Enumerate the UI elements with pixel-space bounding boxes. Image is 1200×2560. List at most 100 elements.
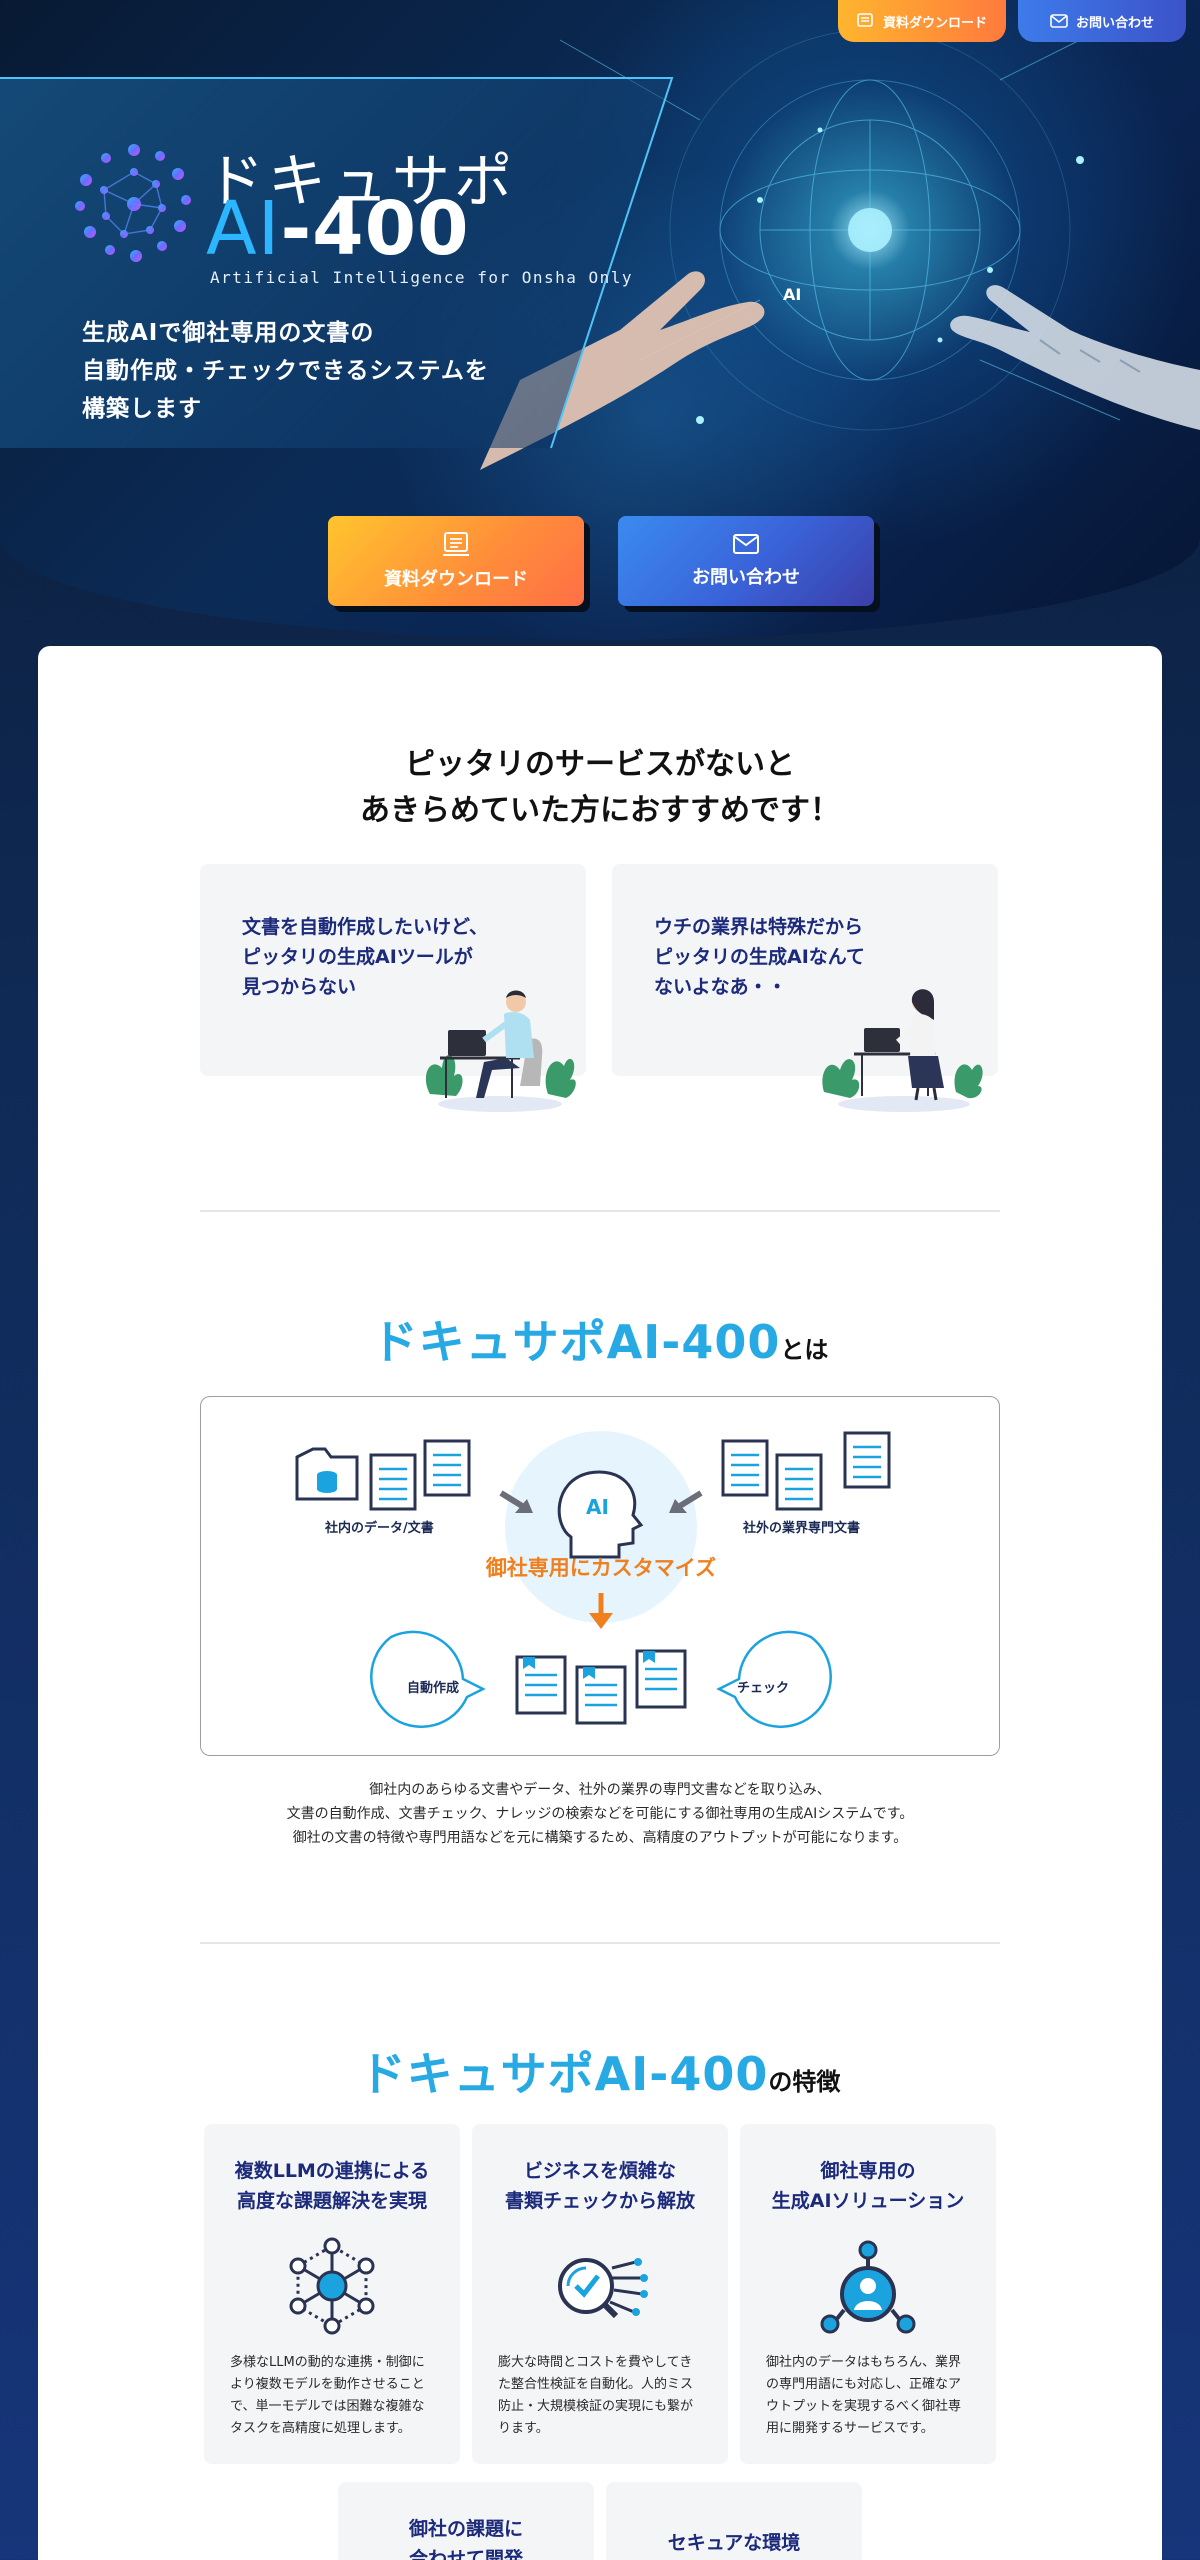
problem-line: ピッタリの生成AIなんて	[654, 946, 865, 968]
user-hub-icon	[820, 2240, 916, 2334]
feature-title-line: セキュアな環境	[667, 2532, 801, 2554]
woman-at-laptop-illustration	[822, 989, 983, 1112]
feature-title-line: 御社の課題に	[408, 2518, 523, 2540]
feature-desc-line: た整合性検証を自動化。人的ミス	[498, 2377, 694, 2392]
diagram-bubble-generate: 自動作成	[407, 1681, 460, 1696]
hero-download-label: 資料ダウンロード	[384, 569, 528, 590]
problems-title-line: ピッタリのサービスがないと	[405, 747, 795, 782]
logo-number-text: -400	[280, 186, 470, 272]
problem-text: 文書を自動作成したいけど、 ピッタリの生成AIツールが 見つからない	[242, 912, 562, 1002]
feature-desc-line: より複数モデルを動作させること	[230, 2377, 425, 2392]
header-contact-button[interactable]: お問い合わせ	[1018, 0, 1186, 42]
about-diagram: AI	[200, 1396, 1000, 1756]
feature-title-line: 複数LLMの連携による	[234, 2160, 430, 2182]
feature-title: 御社の課題に 合わせて開発	[338, 2514, 594, 2560]
features-title: ドキュサポAI-400の特徴	[38, 2038, 1162, 2104]
hero-download-button[interactable]: 資料ダウンロード	[328, 516, 584, 606]
feature-desc: 御社内のデータはもちろん、業界 の専門用語にも対応し、正確なア ウトプットを実現…	[766, 2352, 976, 2440]
feature-title-line: 生成AIソリューション	[771, 2190, 965, 2212]
feature-title: 複数LLMの連携による 高度な課題解決を実現	[204, 2156, 460, 2216]
document-icon	[443, 532, 469, 556]
features-title-suffix: の特徴	[768, 2068, 841, 2096]
feature-title-line: 合わせて開発	[408, 2548, 523, 2560]
about-title-suffix: とは	[780, 1336, 829, 1364]
problem-text: ウチの業界は特殊だから ピッタリの生成AIなんて ないよなあ・・	[654, 912, 974, 1002]
feature-desc-line: で、単一モデルでは困難な複雑な	[230, 2399, 425, 2414]
feature-card: 御社専用の 生成AIソリューション 御社内のデータはもちろん、業界 の専門用語に…	[740, 2124, 996, 2464]
problem-line: 文書を自動作成したいけど、	[242, 916, 489, 938]
feature-desc-line: の専門用語にも対応し、正確なア	[766, 2377, 962, 2392]
about-title-brand: ドキュサポAI-400	[371, 1315, 781, 1369]
hero-contact-label: お問い合わせ	[692, 567, 800, 588]
feature-card: セキュアな環境	[606, 2482, 862, 2560]
logo-mark-icon	[75, 144, 191, 262]
hero-text-panel	[0, 78, 672, 448]
output-docs-icon	[515, 1649, 687, 1725]
feature-title: 御社専用の 生成AIソリューション	[740, 2156, 996, 2216]
problem-card: ウチの業界は特殊だから ピッタリの生成AIなんて ないよなあ・・	[612, 864, 998, 1076]
hero-section: AI ドキュサポ AI-400 Artificial Intelligence	[0, 0, 1200, 640]
feature-desc-line: タスクを高精度に処理します。	[230, 2421, 411, 2436]
feature-title-line: 高度な課題解決を実現	[236, 2190, 427, 2212]
problems-title: ピッタリのサービスがないと あきらめていた方におすすめです！	[38, 742, 1162, 834]
internal-docs-icon	[295, 1439, 471, 1511]
section-divider	[200, 1942, 1000, 1944]
problem-line: ピッタリの生成AIツールが	[242, 946, 473, 968]
mail-icon	[733, 534, 759, 554]
section-divider	[200, 1210, 1000, 1212]
logo-ai-text: AI	[206, 186, 281, 272]
features-title-brand: ドキュサポAI-400	[359, 2047, 769, 2101]
feature-desc-line: 膨大な時間とコストを費やしてき	[498, 2355, 693, 2370]
about-title: ドキュサポAI-400とは	[38, 1306, 1162, 1372]
about-description: 御社内のあらゆる文書やデータ、社外の業界の専門文書などを取り込み、 文書の自動作…	[150, 1778, 1050, 1850]
feature-desc-line: 御社内のデータはもちろん、業界	[766, 2355, 962, 2370]
hero-catch-line: 生成AIで御社専用の文書の	[82, 320, 375, 346]
about-diagram-graphic: AI	[295, 1431, 891, 1729]
feature-title: ビジネスを煩雑な 書類チェックから解放	[472, 2156, 728, 2216]
problem-line: 見つからない	[242, 976, 357, 998]
content-card: ピッタリのサービスがないと あきらめていた方におすすめです！ 文書を自動作成した…	[38, 646, 1162, 2560]
diagram-bubble-check: チェック	[737, 1681, 790, 1696]
feature-title-line: 御社専用の	[820, 2160, 916, 2182]
header-download-button[interactable]: 資料ダウンロード	[838, 0, 1006, 42]
problem-line: ウチの業界は特殊だから	[654, 916, 864, 938]
feature-desc-line: 多様なLLMの動的な連携・制御に	[230, 2355, 425, 2370]
diagram-customize-label: 御社専用にカスタマイズ	[485, 1556, 717, 1580]
logo-wordmark-ai: AI-400	[206, 192, 470, 266]
feature-title-line: ビジネスを煩雑な	[523, 2160, 676, 2182]
ai-head-icon: AI	[557, 1470, 644, 1559]
diagram-internal-label: 社内のデータ/文書	[325, 1521, 434, 1536]
network-icon	[289, 2237, 375, 2335]
feature-desc: 多様なLLMの動的な連携・制御に より複数モデルを動作させること で、単一モデル…	[230, 2352, 440, 2440]
hero-catch-line: 自動作成・チェックできるシステムを	[82, 358, 489, 384]
feature-card: ビジネスを煩雑な 書類チェックから解放 膨大な時間とコストを費やしてき た整合性…	[472, 2124, 728, 2464]
header-download-label: 資料ダウンロード	[882, 15, 987, 31]
feature-card: 御社の課題に 合わせて開発	[338, 2482, 594, 2560]
header-contact-label: お問い合わせ	[1075, 15, 1154, 31]
hero-catchcopy: 生成AIで御社専用の文書の 自動作成・チェックできるシステムを 構築します	[82, 314, 542, 428]
hero-panel-border	[0, 77, 674, 449]
about-desc-line: 御社の文書の特徴や専門用語などを元に構築するため、高精度のアウトプットが可能にな…	[292, 1830, 908, 1846]
diagram-external-label: 社外の業界専門文書	[743, 1521, 861, 1536]
external-docs-icon	[721, 1431, 891, 1511]
feature-desc: 膨大な時間とコストを費やしてき た整合性検証を自動化。人的ミス 防止・大規模検証…	[498, 2352, 708, 2440]
problems-title-line: あきらめていた方におすすめです！	[360, 793, 840, 828]
document-icon	[857, 13, 873, 27]
feature-title: セキュアな環境	[606, 2528, 862, 2558]
problem-line: ないよなあ・・	[654, 976, 787, 998]
feature-desc-line: ります。	[498, 2421, 549, 2436]
hero-catch-line: 構築します	[82, 396, 202, 422]
man-at-laptop-illustration	[425, 990, 576, 1112]
mail-icon	[1050, 14, 1068, 28]
logo-tagline: Artificial Intelligence for Onsha Only	[210, 268, 634, 287]
ai-head-label: AI	[586, 1495, 609, 1519]
about-desc-line: 文書の自動作成、文書チェック、ナレッジの検索などを可能にする御社専用の生成AIシ…	[286, 1806, 914, 1822]
logo-wordmark-kana: ドキュサポ	[206, 147, 517, 215]
hero-ai-chip-label: AI	[783, 285, 801, 304]
feature-card: 複数LLMの連携による 高度な課題解決を実現 多様なLLMの動的な連携・制御に …	[204, 2124, 460, 2464]
hero-contact-button[interactable]: お問い合わせ	[618, 516, 874, 606]
feature-desc-line: 用に開発するサービスです。	[766, 2421, 934, 2436]
feature-title-line: 書類チェックから解放	[504, 2190, 695, 2212]
magnifier-check-icon	[558, 2258, 648, 2319]
feature-desc-line: 防止・大規模検証の実現にも繋が	[498, 2399, 694, 2414]
